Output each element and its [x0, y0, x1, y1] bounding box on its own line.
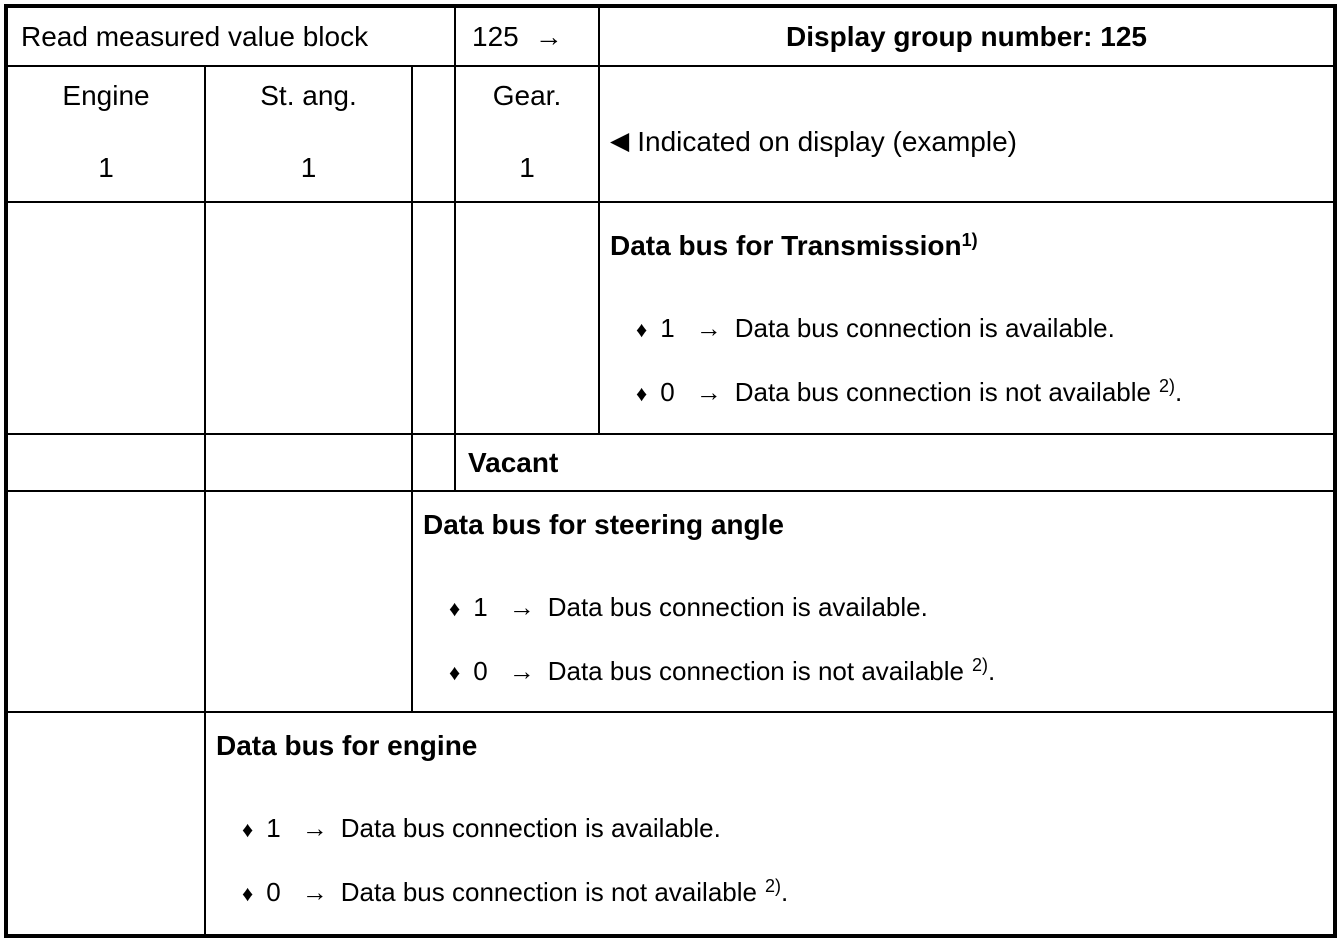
empty-cell	[413, 435, 456, 492]
right-arrow-icon: →	[301, 876, 328, 907]
display-note-text: Indicated on display (example)	[637, 125, 1017, 157]
measured-value-block-table: Read measured value block 125 → Display …	[4, 4, 1337, 938]
bullet-engine-1: ♦ 1 → Data bus connection is available.	[242, 813, 1333, 844]
field-steering-angle-value: 1	[300, 152, 317, 183]
section-transmission-title-text: Data bus for Transmission	[610, 230, 962, 261]
group-title: Display group number: 125	[786, 20, 1147, 52]
bullet-text: Data bus connection is not available	[547, 655, 964, 686]
function-label-cell: Read measured value block	[8, 8, 456, 67]
right-arrow-icon: →	[508, 591, 535, 622]
empty-cell	[8, 203, 206, 435]
left-triangle-icon: ◀	[610, 127, 630, 155]
diamond-bullet-icon: ♦	[449, 659, 461, 685]
spacer-cell	[413, 67, 456, 203]
empty-cell	[8, 435, 206, 492]
bullet-value: 0	[266, 876, 281, 907]
empty-cell	[8, 492, 206, 713]
bullet-value: 0	[660, 376, 675, 407]
section-steering-angle-title: Data bus for steering angle	[423, 509, 784, 540]
right-arrow-icon: →	[695, 376, 722, 407]
diamond-bullet-icon: ♦	[242, 880, 254, 906]
field-engine: Engine 1	[8, 67, 206, 203]
footnote-ref-2: 2)	[971, 654, 988, 675]
footnote-ref-1: 1)	[961, 230, 978, 250]
group-number-cell: 125 →	[456, 8, 600, 67]
bullet-steering-0: ♦ 0 → Data bus connection is not availab…	[449, 654, 1333, 687]
field-steering-angle: St. ang. 1	[206, 67, 413, 203]
bullet-tail: .	[781, 876, 789, 907]
bullet-text: Data bus connection is not available	[340, 876, 757, 907]
field-engine-value: 1	[98, 152, 114, 183]
bullet-text: Data bus connection is available.	[547, 591, 928, 622]
diamond-bullet-icon: ♦	[636, 316, 648, 342]
field-gear-label: Gear.	[492, 80, 562, 111]
bullet-engine-0: ♦ 0 → Data bus connection is not availab…	[242, 875, 1333, 908]
section-steering-angle: Data bus for steering angle ♦ 1 → Data b…	[413, 492, 1333, 713]
footnote-ref-2: 2)	[764, 875, 781, 896]
empty-cell	[206, 435, 413, 492]
bullet-tail: .	[988, 655, 996, 686]
display-note-cell: ◀ Indicated on display (example)	[600, 67, 1333, 203]
field-gear-value: 1	[519, 152, 535, 183]
right-arrow-icon: →	[534, 20, 563, 52]
bullet-text: Data bus connection is available.	[340, 812, 721, 843]
empty-cell	[206, 492, 413, 713]
bullet-value: 1	[266, 812, 281, 843]
section-vacant-title: Vacant	[468, 446, 559, 478]
bullet-value: 0	[473, 655, 488, 686]
right-arrow-icon: →	[301, 812, 328, 843]
right-arrow-icon: →	[695, 312, 722, 343]
empty-cell	[206, 203, 413, 435]
bullet-text: Data bus connection is available.	[734, 312, 1115, 343]
group-number: 125	[472, 20, 519, 52]
section-transmission: Data bus for Transmission1) ♦ 1 → Data b…	[600, 203, 1333, 435]
right-arrow-icon: →	[508, 655, 535, 686]
empty-cell	[456, 203, 600, 435]
bullet-steering-1: ♦ 1 → Data bus connection is available.	[449, 592, 1333, 623]
bullet-value: 1	[473, 591, 488, 622]
empty-cell	[8, 713, 206, 934]
bullet-text: Data bus connection is not available	[734, 376, 1151, 407]
group-title-cell: Display group number: 125	[600, 8, 1333, 67]
diamond-bullet-icon: ♦	[242, 816, 254, 842]
field-steering-angle-label: St. ang.	[260, 80, 357, 111]
section-transmission-title: Data bus for Transmission1)	[610, 229, 1333, 263]
bullet-value: 1	[660, 312, 675, 343]
function-label: Read measured value block	[21, 20, 369, 52]
empty-cell	[413, 203, 456, 435]
section-vacant: Vacant	[456, 435, 1333, 492]
bullet-tail: .	[1175, 376, 1183, 407]
section-engine-title: Data bus for engine	[216, 730, 478, 761]
field-gear: Gear. 1	[456, 67, 600, 203]
section-engine: Data bus for engine ♦ 1 → Data bus conne…	[206, 713, 1333, 934]
field-engine-label: Engine	[62, 80, 150, 111]
bullet-transmission-1: ♦ 1 → Data bus connection is available.	[636, 313, 1333, 344]
diamond-bullet-icon: ♦	[636, 380, 648, 406]
footnote-ref-2: 2)	[1158, 375, 1175, 396]
bullet-transmission-0: ♦ 0 → Data bus connection is not availab…	[636, 375, 1333, 408]
diamond-bullet-icon: ♦	[449, 595, 461, 621]
